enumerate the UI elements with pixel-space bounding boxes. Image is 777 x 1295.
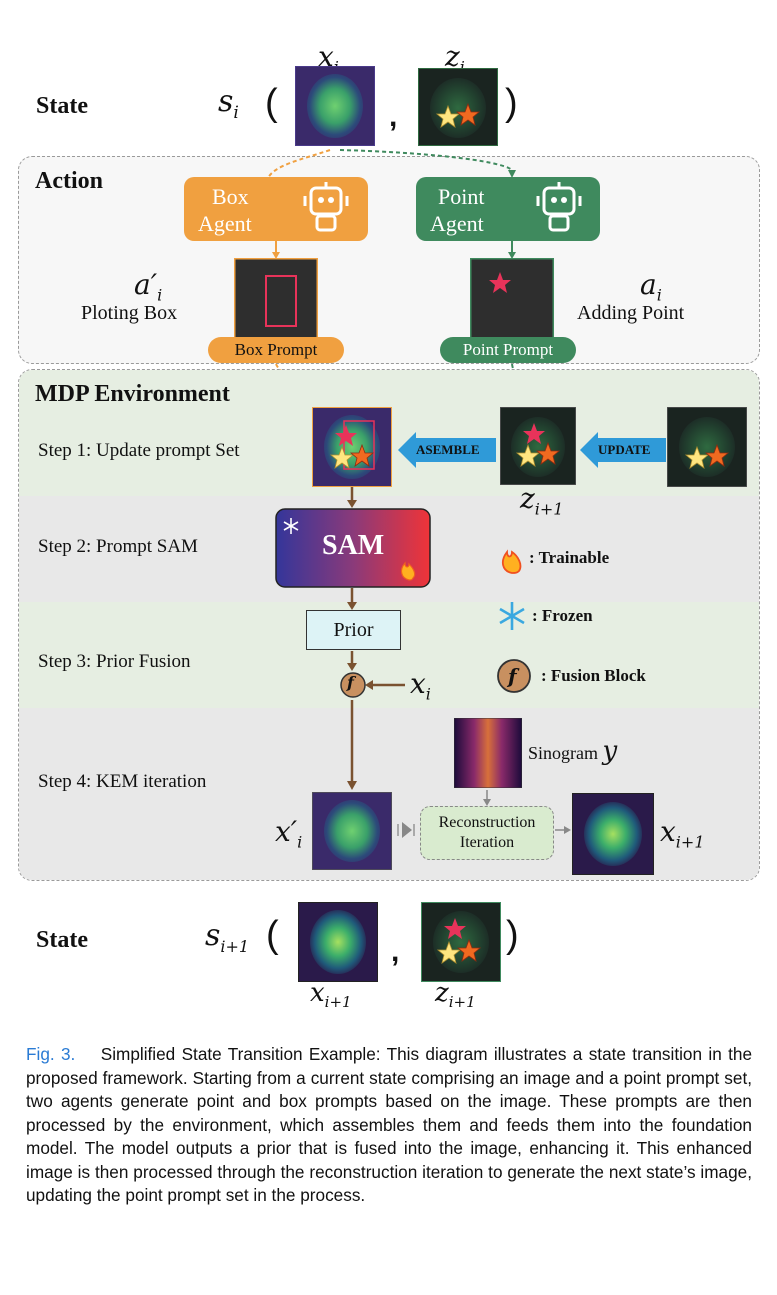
robot-icon <box>536 182 582 232</box>
open-paren: ( <box>265 82 278 124</box>
box-action-desc: Ploting Box <box>81 302 178 324</box>
action-panel <box>18 156 760 364</box>
fusion-block-icon <box>497 659 531 693</box>
yellow-star-icon <box>515 443 541 467</box>
fusion-node-icon <box>340 672 366 698</box>
fusion-symbol: f <box>347 673 354 692</box>
top-state-label: State <box>36 93 88 119</box>
comma: , <box>389 100 398 133</box>
x-prime-label: x′i <box>275 815 303 852</box>
bottom-state-symbol: si+1 <box>205 918 250 956</box>
close-paren: ) <box>506 914 519 956</box>
sinogram-label: Sinogram y <box>528 736 618 766</box>
pink-star-icon <box>335 425 357 446</box>
point-action-symbol: ai <box>640 268 662 305</box>
orange-star-icon <box>349 443 375 467</box>
orange-star-icon <box>535 441 561 465</box>
z-next-image <box>500 407 576 485</box>
point-prompt-image <box>470 258 554 344</box>
box-prompt-image <box>234 258 318 344</box>
box-prompt-label: Box Prompt <box>208 337 344 363</box>
top-state-symbol: si <box>218 84 239 123</box>
bottom-x-image <box>298 902 378 982</box>
orange-star-icon <box>456 938 482 962</box>
figure-caption: Fig. 3. Simplified State Transition Exam… <box>26 1043 752 1208</box>
pink-star-icon <box>489 272 511 293</box>
update-arrow <box>580 432 666 468</box>
yellow-star-icon <box>435 104 461 128</box>
legend-trainable: : Trainable <box>529 548 610 567</box>
prior-label: Prior <box>333 619 374 641</box>
bottom-z-image <box>421 902 501 982</box>
z-current-image <box>667 407 747 487</box>
fusion-x-input: xi <box>410 667 431 704</box>
point-prompt-label: Point Prompt <box>440 337 576 363</box>
step3-label: Step 3: Prior Fusion <box>38 651 191 672</box>
reconstruction-label: Reconstruction Iteration <box>438 814 536 851</box>
asemble-label: ASEMBLE <box>416 442 480 457</box>
step2-label: Step 2: Prompt SAM <box>38 536 198 557</box>
snowflake-icon <box>283 518 299 534</box>
point-action-desc: Adding Point <box>577 302 685 324</box>
snowflake-icon <box>499 602 525 630</box>
orange-star-icon <box>704 443 730 467</box>
top-z-image <box>418 68 498 146</box>
orange-star-icon <box>455 102 481 126</box>
top-x-image <box>295 66 375 146</box>
x-next-label: xi+1 <box>660 815 705 852</box>
robot-icon <box>303 182 349 232</box>
bottom-z-label: zi+1 <box>435 978 476 1012</box>
figure-number: Fig. 3. <box>26 1044 76 1064</box>
close-paren: ) <box>505 82 518 124</box>
step1-label: Step 1: Update prompt Set <box>38 440 240 461</box>
action-title: Action <box>35 168 103 194</box>
box-action-symbol: a′i <box>134 268 163 305</box>
comma: , <box>391 935 400 968</box>
yellow-star-icon <box>684 445 710 469</box>
flame-icon <box>501 549 522 574</box>
x-prime-image <box>312 792 392 870</box>
sinogram-image <box>454 718 522 788</box>
legend-fusion: : Fusion Block <box>541 666 646 685</box>
bottom-x-label: xi+1 <box>310 978 352 1012</box>
flame-icon <box>400 561 416 581</box>
assembled-prompt-image <box>312 407 392 487</box>
bottom-state-label: State <box>36 927 88 953</box>
mdp-title: MDP Environment <box>35 381 230 407</box>
yellow-star-icon <box>329 445 355 469</box>
open-paren: ( <box>266 914 279 956</box>
z-next-label: zi+1 <box>520 482 564 519</box>
legend-frozen: : Frozen <box>532 606 593 625</box>
pink-star-icon <box>444 918 466 939</box>
yellow-star-icon <box>436 940 462 964</box>
reconstruction-block <box>420 806 554 860</box>
x-next-image <box>572 793 654 875</box>
asemble-arrow <box>398 432 496 468</box>
sam-block <box>275 508 431 588</box>
pink-star-icon <box>523 423 545 444</box>
caption-text: Simplified State Transition Example: Thi… <box>26 1044 753 1205</box>
legend-fusion-symbol: f <box>508 664 517 688</box>
sam-label: SAM <box>322 530 385 561</box>
step4-label: Step 4: KEM iteration <box>38 771 207 792</box>
prior-block <box>306 610 401 650</box>
update-label: UPDATE <box>598 442 651 457</box>
